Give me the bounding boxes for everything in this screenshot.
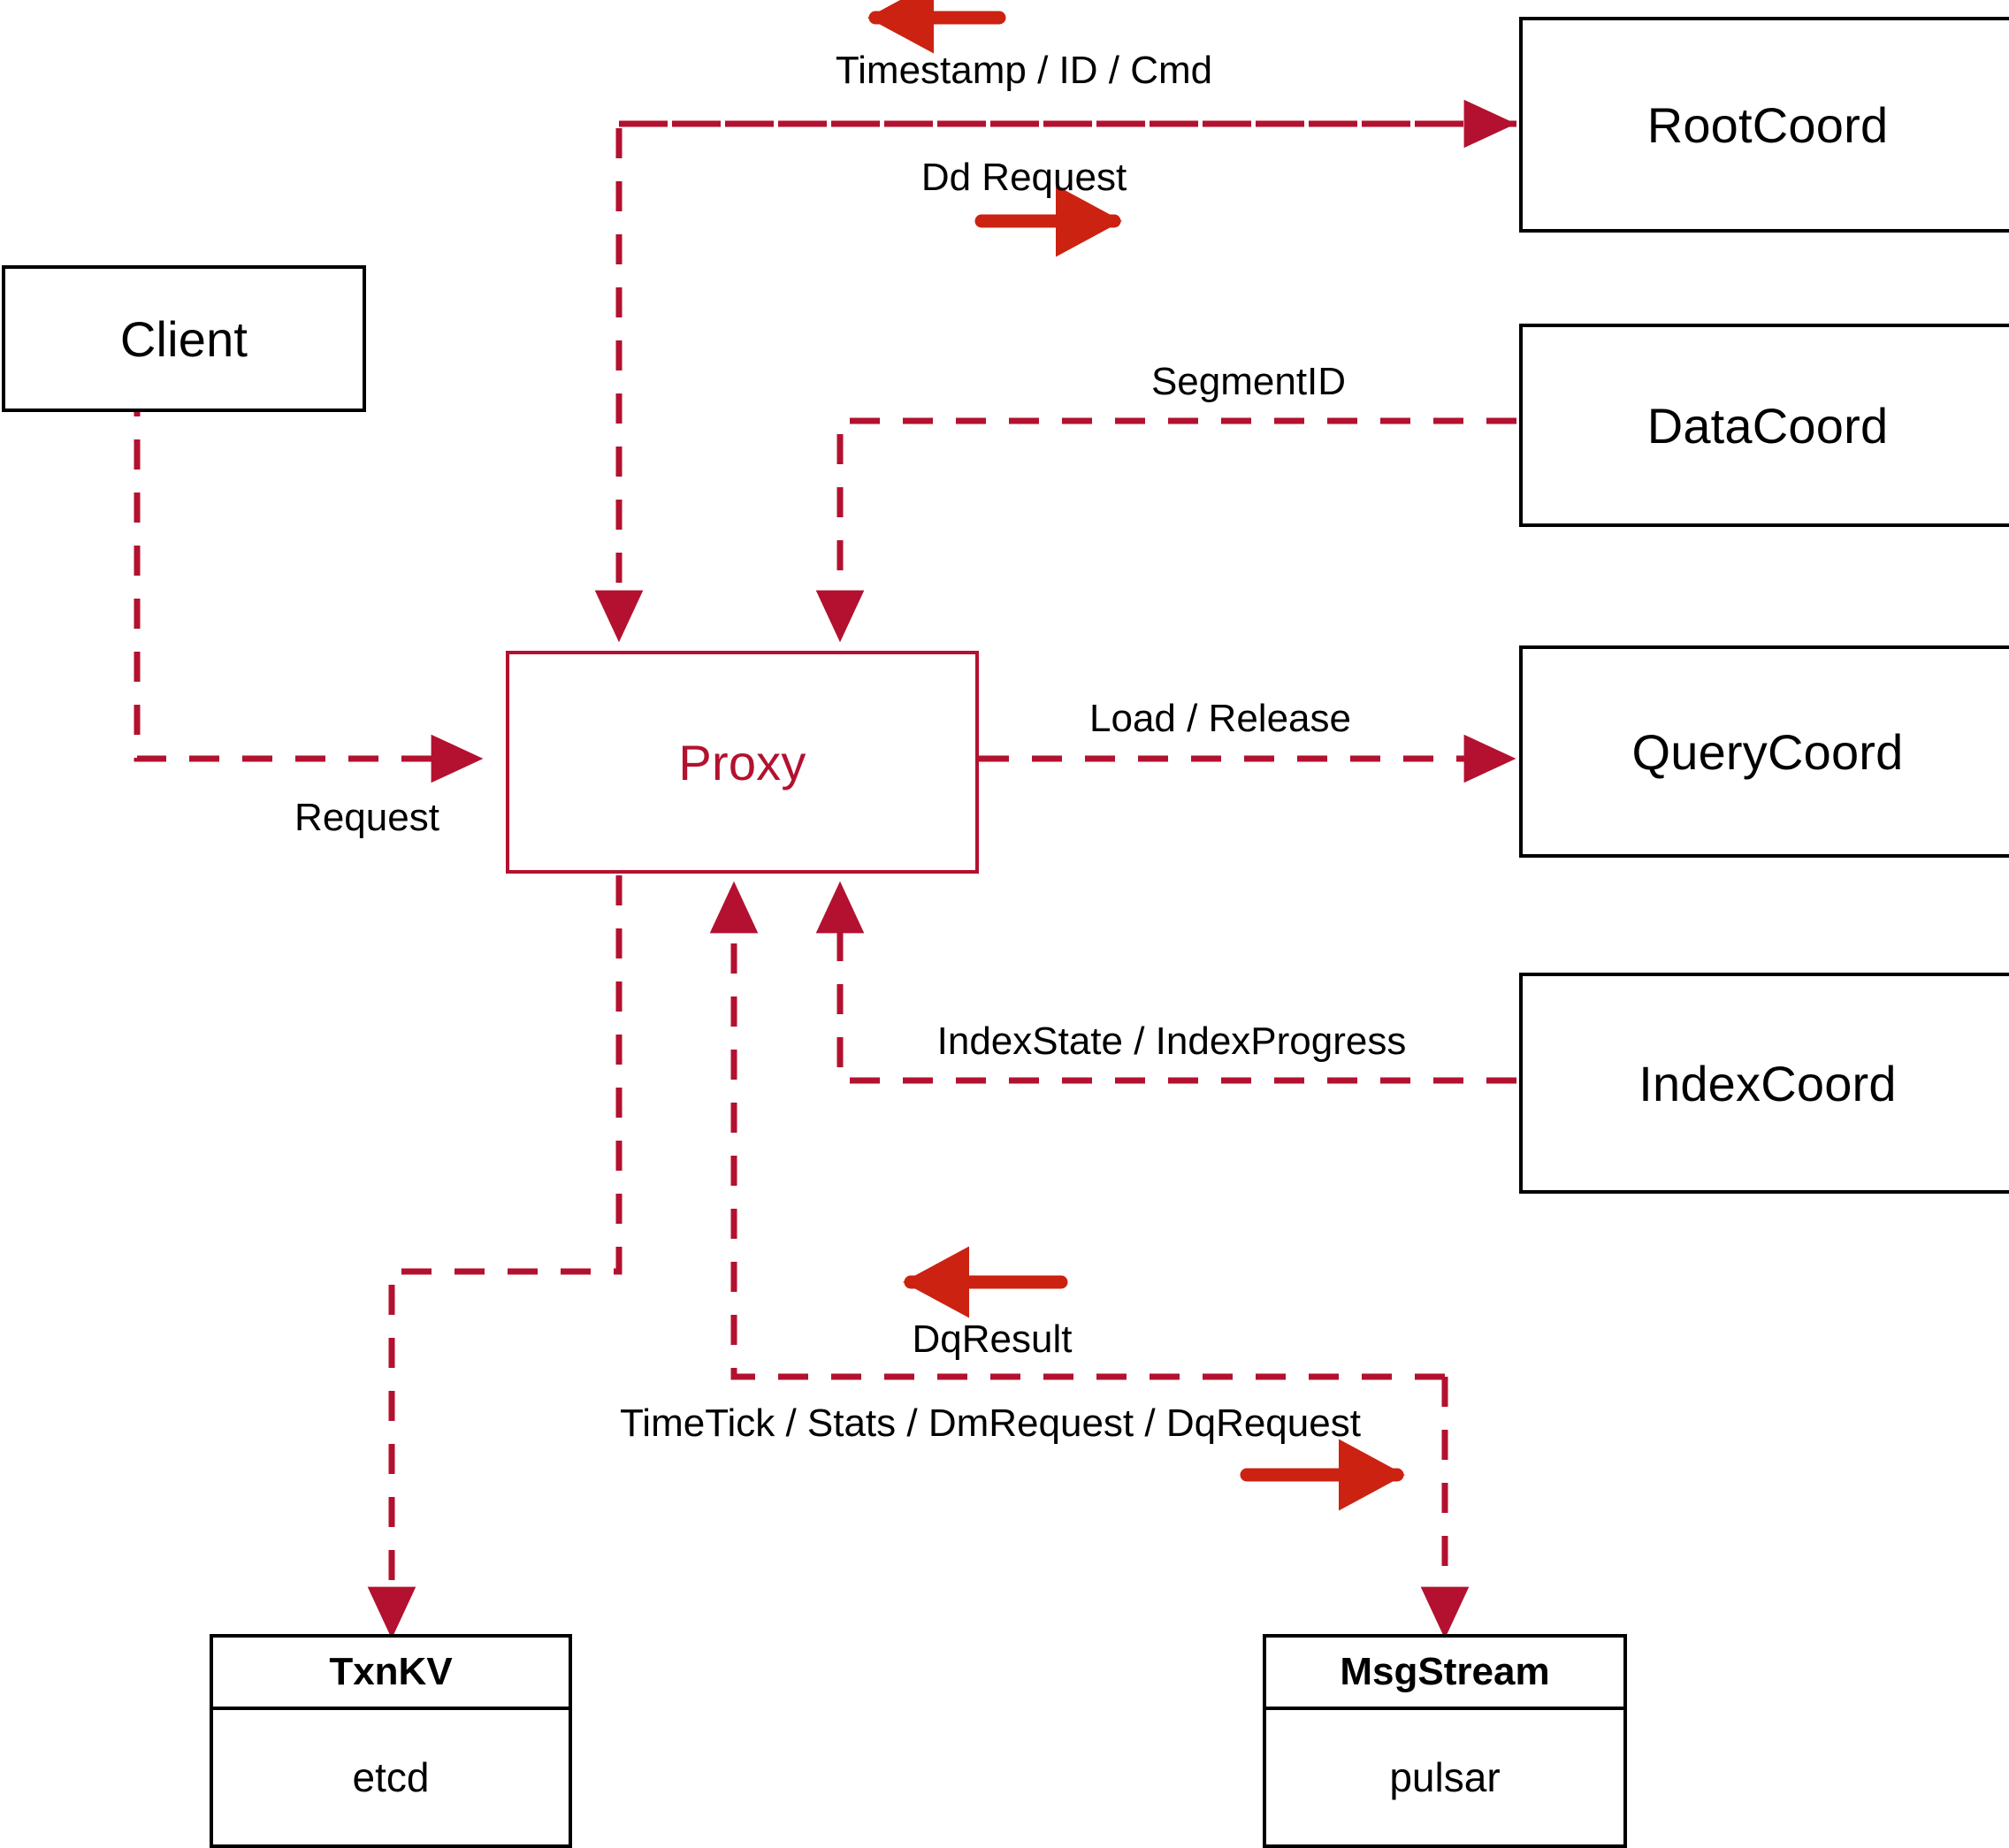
node-client-label: Client: [119, 310, 248, 367]
node-query-coord-label: QueryCoord: [1631, 723, 1904, 780]
node-root-coord[interactable]: RootCoord: [1519, 17, 2009, 233]
node-query-coord[interactable]: QueryCoord: [1519, 645, 2009, 858]
edge-label-dq-result: DqResult: [912, 1317, 1073, 1361]
edge-txnkv-path: [367, 875, 623, 1639]
node-client[interactable]: Client: [2, 265, 366, 412]
node-index-coord-label: IndexCoord: [1639, 1055, 1897, 1111]
node-data-coord-label: DataCoord: [1646, 397, 1889, 454]
edge-label-timestamp-id-cmd: Timestamp / ID / Cmd: [835, 49, 1213, 92]
store-txnkv-header: TxnKV: [213, 1638, 569, 1710]
edge-label-timetick-stats: TimeTick / Stats / DmRequest / DqRequest: [620, 1401, 1361, 1445]
store-msgstream-title: MsgStream: [1340, 1650, 1550, 1693]
edge-request-path: [134, 386, 484, 783]
edge-label-index-state-progress: IndexState / IndexProgress: [936, 1019, 1407, 1063]
store-txnkv[interactable]: TxnKV etcd: [210, 1634, 572, 1848]
edge-label-dd-request: Dd Request: [920, 156, 1127, 199]
edge-dqresult-path: [709, 881, 1445, 1380]
store-msgstream-header: MsgStream: [1266, 1638, 1623, 1710]
edge-label-request: Request: [294, 796, 439, 839]
edge-timestamp-path: [594, 120, 1516, 643]
node-root-coord-label: RootCoord: [1646, 96, 1889, 153]
node-proxy[interactable]: Proxy: [506, 651, 979, 874]
store-msgstream[interactable]: MsgStream pulsar: [1263, 1634, 1627, 1848]
store-msgstream-impl: pulsar: [1389, 1754, 1501, 1800]
node-data-coord[interactable]: DataCoord: [1519, 324, 2009, 527]
store-msgstream-body: pulsar: [1266, 1710, 1623, 1844]
store-txnkv-body: etcd: [213, 1710, 569, 1844]
edge-segmentid-path: [815, 417, 1516, 643]
node-proxy-label: Proxy: [678, 734, 806, 790]
edge-label-segment-id: SegmentID: [1150, 360, 1347, 403]
edge-label-load-release: Load / Release: [1089, 697, 1351, 740]
store-txnkv-title: TxnKV: [329, 1650, 453, 1693]
store-txnkv-impl: etcd: [352, 1754, 430, 1800]
node-index-coord[interactable]: IndexCoord: [1519, 973, 2009, 1194]
